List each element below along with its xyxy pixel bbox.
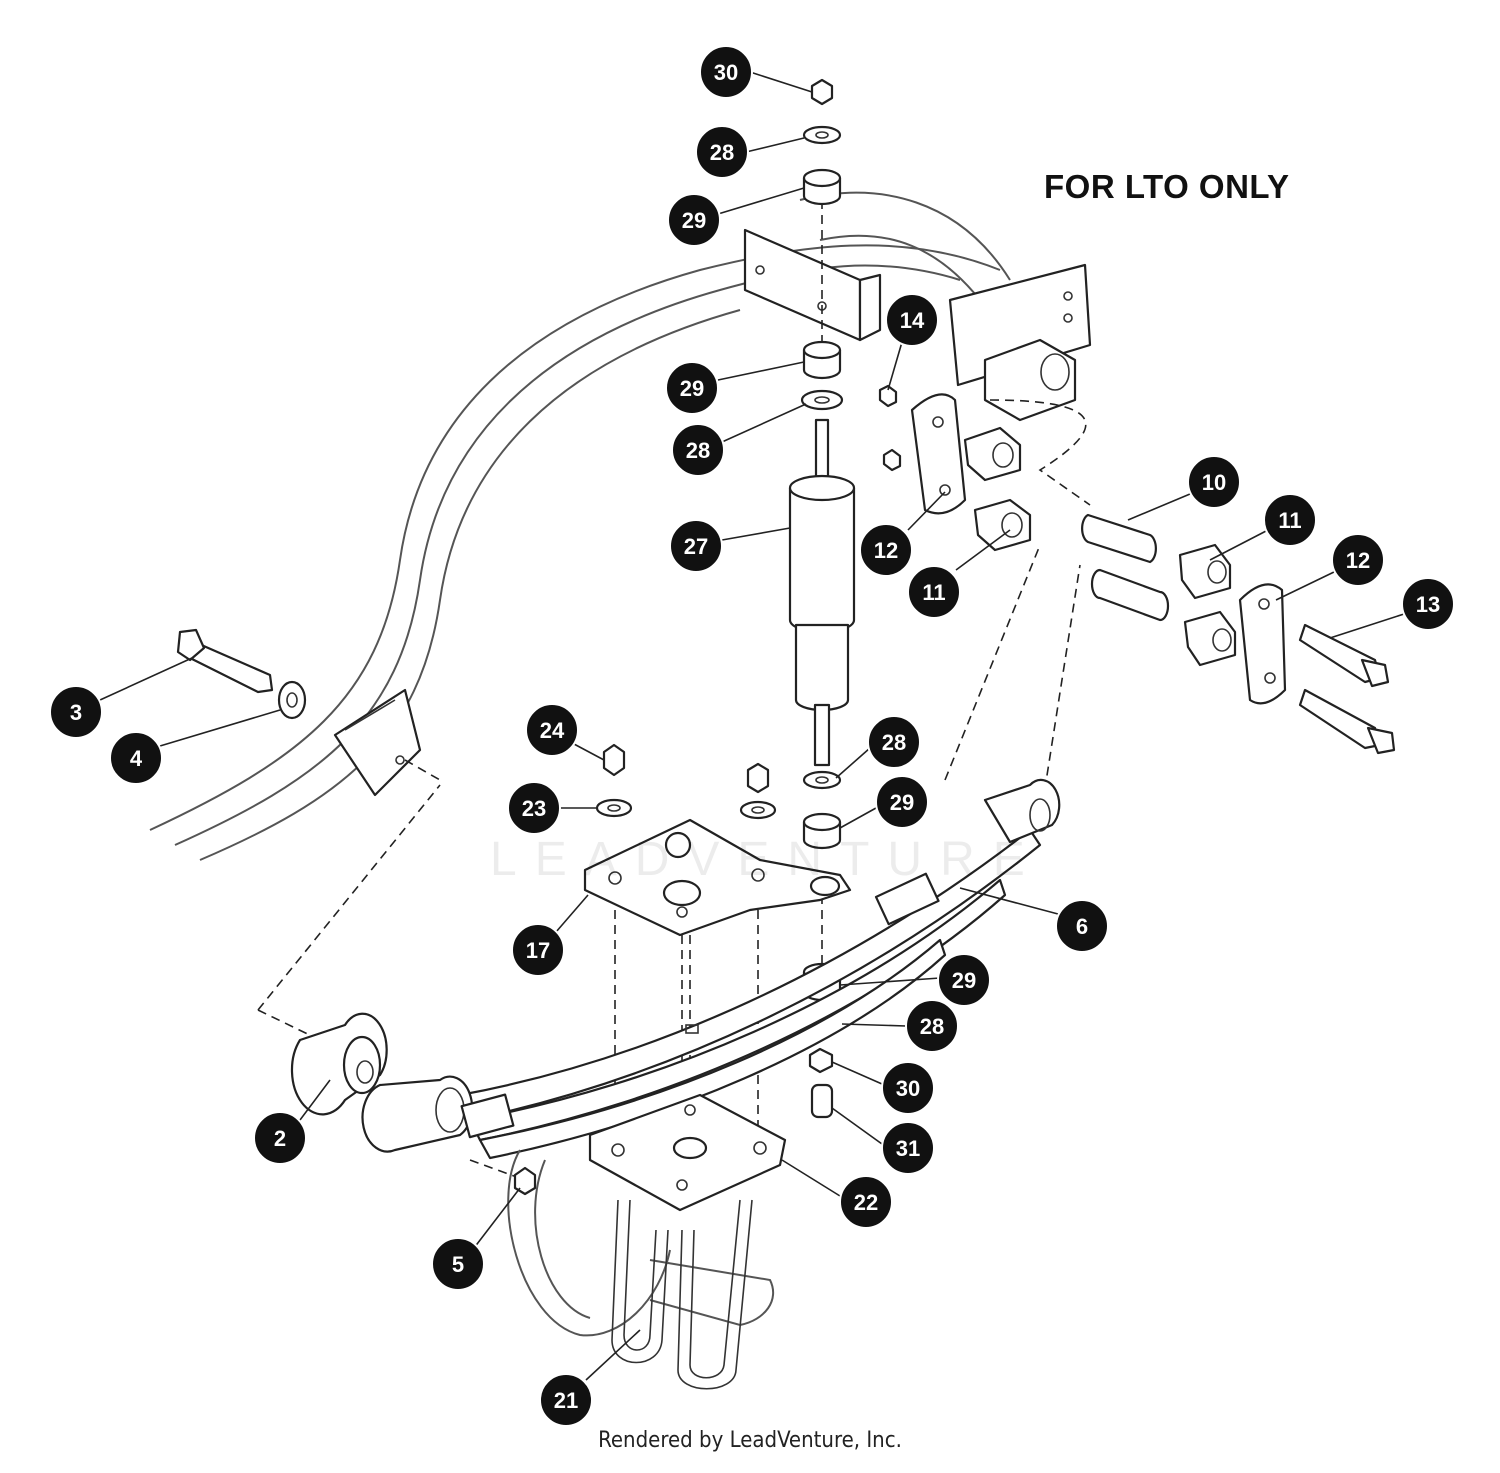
callout-label: 24 bbox=[540, 718, 565, 743]
lto-only-note: FOR LTO ONLY bbox=[1044, 168, 1290, 205]
callout-label: 28 bbox=[710, 140, 734, 165]
callout-label: 29 bbox=[890, 790, 914, 815]
callout-marker: 3 bbox=[49, 685, 103, 739]
spring-eye-bushing bbox=[290, 1012, 388, 1116]
axle-hub bbox=[507, 1149, 775, 1337]
callout-label: 28 bbox=[920, 1014, 944, 1039]
callout-marker: 21 bbox=[539, 1373, 593, 1427]
callout-marker: 24 bbox=[525, 703, 579, 757]
callout-marker: 11 bbox=[907, 565, 961, 619]
callout-label: 29 bbox=[680, 376, 704, 401]
axle-plate-and-ubolts bbox=[588, 1093, 787, 1390]
callout-marker: 14 bbox=[885, 293, 939, 347]
callout-marker: 2 bbox=[253, 1111, 307, 1165]
frame-brackets bbox=[333, 228, 1092, 797]
callout-marker: 27 bbox=[669, 519, 723, 573]
callout-marker: 12 bbox=[859, 523, 913, 577]
callout-markers: 30 28 29 29 28 14 10 11 12 11 12 13 27 3… bbox=[49, 45, 1455, 1427]
callout-label: 29 bbox=[682, 208, 706, 233]
callout-label: 10 bbox=[1202, 470, 1226, 495]
callout-marker: 28 bbox=[671, 423, 725, 477]
callout-label: 23 bbox=[522, 796, 546, 821]
callout-marker: 30 bbox=[881, 1061, 935, 1115]
front-bolt-and-washer bbox=[176, 628, 307, 720]
callout-marker: 28 bbox=[695, 125, 749, 179]
upper-shock-hardware bbox=[800, 78, 844, 411]
callout-label: 28 bbox=[686, 438, 710, 463]
callout-label: 11 bbox=[1278, 508, 1301, 533]
spring-plate bbox=[583, 743, 852, 1034]
callout-marker: 4 bbox=[109, 731, 163, 785]
callout-marker: 13 bbox=[1401, 577, 1455, 631]
callout-label: 21 bbox=[554, 1388, 578, 1413]
callout-marker: 10 bbox=[1187, 455, 1241, 509]
callout-marker: 29 bbox=[875, 775, 929, 829]
callout-marker: 5 bbox=[431, 1237, 485, 1291]
callout-label: 30 bbox=[714, 60, 738, 85]
callout-marker: 31 bbox=[881, 1121, 935, 1175]
callout-label: 13 bbox=[1416, 592, 1440, 617]
callout-label: 3 bbox=[70, 700, 82, 725]
callout-label: 22 bbox=[854, 1190, 878, 1215]
callout-label: 11 bbox=[922, 580, 945, 605]
callout-label: 12 bbox=[874, 538, 898, 563]
callout-label: 5 bbox=[452, 1252, 464, 1277]
callout-marker: 17 bbox=[511, 923, 565, 977]
callout-label: 2 bbox=[274, 1126, 286, 1151]
callout-label: 28 bbox=[882, 730, 906, 755]
callout-marker: 6 bbox=[1055, 899, 1109, 953]
callout-label: 29 bbox=[952, 968, 976, 993]
callout-label: 27 bbox=[684, 534, 708, 559]
shackle-center bbox=[878, 384, 1032, 552]
callout-marker: 29 bbox=[665, 361, 719, 415]
callout-marker: 12 bbox=[1331, 533, 1385, 587]
shackle-right bbox=[1081, 513, 1396, 755]
callout-label: 17 bbox=[526, 938, 550, 963]
callout-marker: 11 bbox=[1263, 493, 1317, 547]
callout-label: 4 bbox=[130, 746, 143, 771]
leader-lines bbox=[99, 71, 1405, 1381]
leaf-spring bbox=[361, 778, 1061, 1160]
callout-marker: 28 bbox=[905, 999, 959, 1053]
callout-marker: 29 bbox=[667, 193, 721, 247]
callout-label: 12 bbox=[1346, 548, 1370, 573]
callout-label: 30 bbox=[896, 1076, 920, 1101]
callout-label: 14 bbox=[900, 308, 925, 333]
callout-label: 31 bbox=[896, 1136, 920, 1161]
shock-absorber bbox=[788, 418, 856, 767]
callout-marker: 22 bbox=[839, 1175, 893, 1229]
callout-marker: 28 bbox=[867, 715, 921, 769]
callout-marker: 23 bbox=[507, 781, 561, 835]
callout-marker: 30 bbox=[699, 45, 753, 99]
callout-label: 6 bbox=[1076, 914, 1088, 939]
callout-marker: 29 bbox=[937, 953, 991, 1007]
render-credit: Rendered by LeadVenture, Inc. bbox=[598, 1428, 902, 1453]
